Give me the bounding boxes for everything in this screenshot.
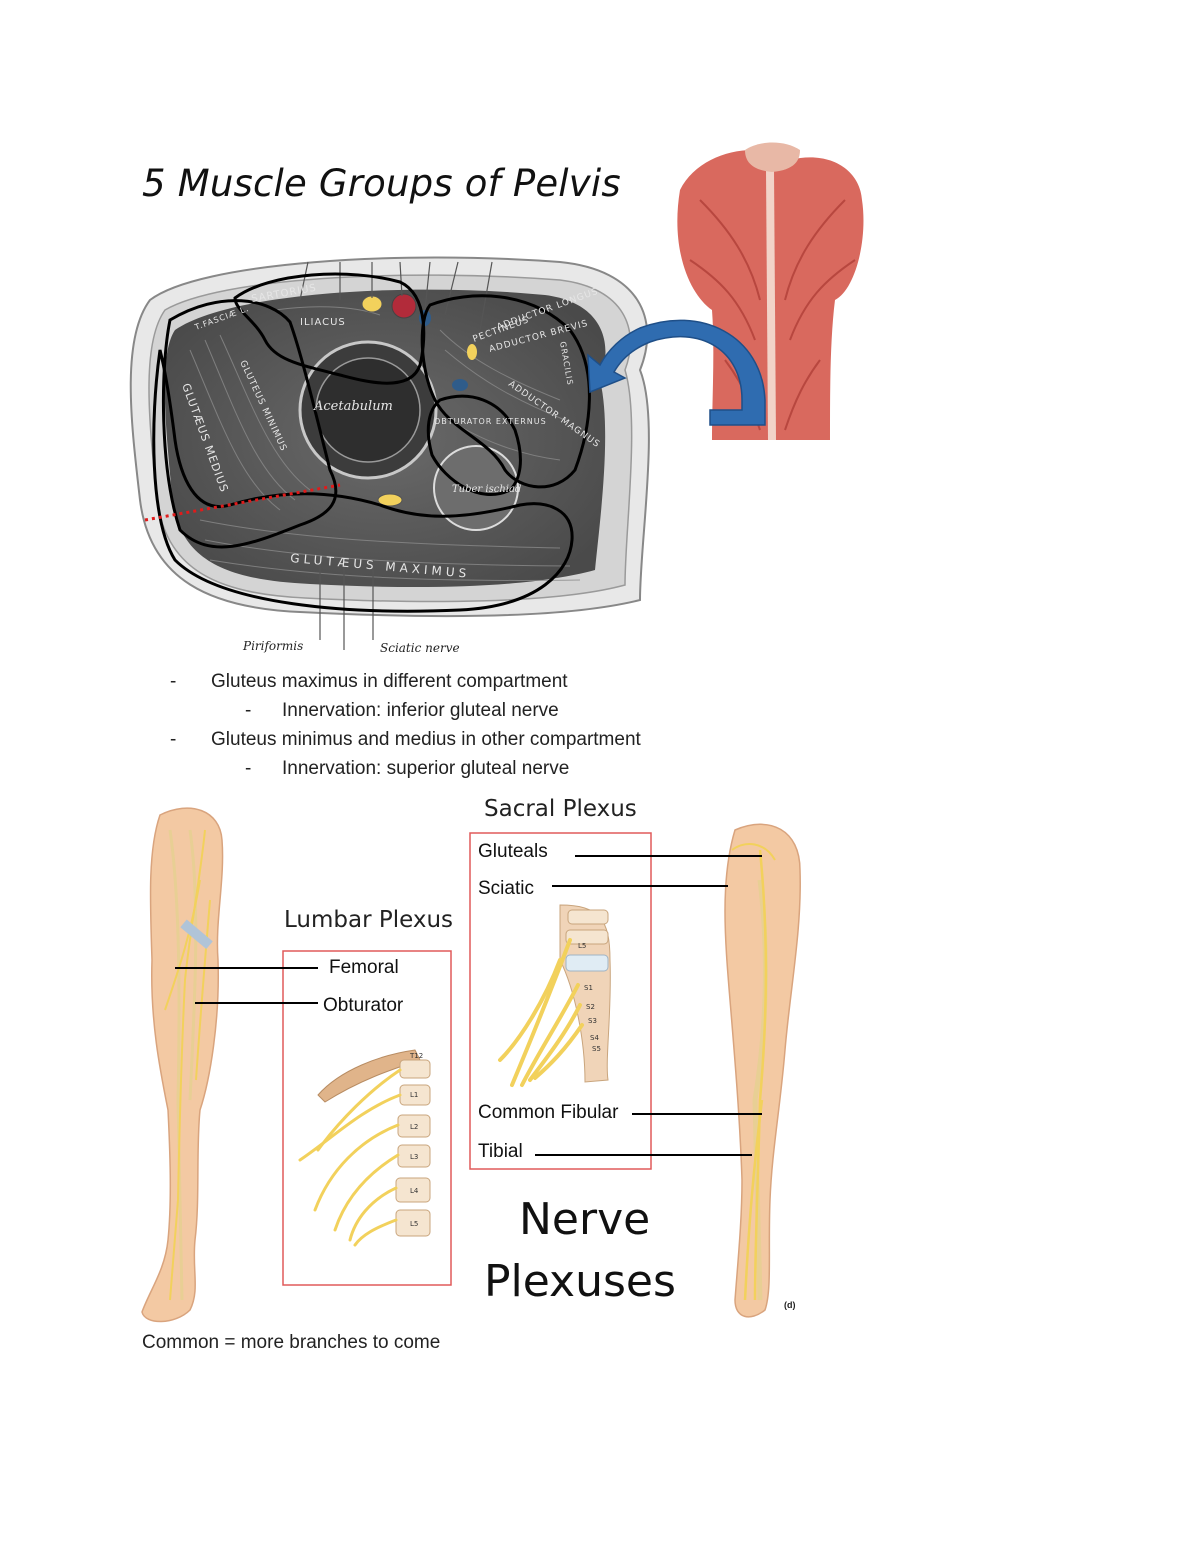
sacral-plexus-title: Sacral Plexus [484,796,637,822]
lumbar-spine-inset [298,1049,431,1247]
nerve-plexuses-title-line1: Nerve [519,1194,651,1245]
label-sciatic-nerve: Sciatic nerve [380,641,460,655]
sacral-plexus-box [469,832,652,1170]
svg-text:S2: S2 [586,1003,595,1011]
svg-text:L2: L2 [410,1123,418,1131]
svg-text:L5: L5 [578,942,586,950]
back-muscles-illustration [677,142,864,441]
label-tuber-ischiad: Tuber ischiad [452,484,521,495]
blue-curved-arrow [587,319,766,426]
label-sciatic: Sciatic [478,878,534,899]
page-title: 5 Muscle Groups of Pelvis [142,162,621,205]
label-tibial: Tibial [478,1141,523,1162]
svg-text:S1: S1 [584,984,593,992]
label-obturator: Obturator [323,995,404,1016]
svg-text:L3: L3 [410,1153,418,1161]
sacral-spine-inset [498,904,611,1087]
nerve-plexuses-title-line2: Plexuses [484,1256,676,1307]
label-piriformis: Piriformis [242,639,303,653]
svg-text:S4: S4 [590,1034,599,1042]
svg-text:L5: L5 [410,1220,418,1228]
label-acetabulum: Acetabulum [313,399,393,414]
left-leg-illustration [141,807,224,1323]
svg-text:S5: S5 [592,1045,601,1053]
label-common-fibular: Common Fibular [478,1102,619,1123]
svg-text:L1: L1 [410,1091,418,1099]
label-obturator-externus: OBTURATOR EXTERNUS [434,417,547,426]
label-iliacus: ILIACUS [300,317,346,328]
svg-text:S3: S3 [588,1017,597,1025]
label-femoral: Femoral [329,957,399,978]
lumbar-plexus-title: Lumbar Plexus [284,907,454,933]
svg-text:T12: T12 [409,1052,423,1060]
footer-note: Common = more branches to come [142,1332,441,1353]
lumbar-plexus-box [282,950,452,1286]
right-leg-illustration [724,823,801,1318]
label-gluteals: Gluteals [478,841,548,862]
panel-letter: (d) [784,1300,796,1310]
svg-text:L4: L4 [410,1187,419,1195]
